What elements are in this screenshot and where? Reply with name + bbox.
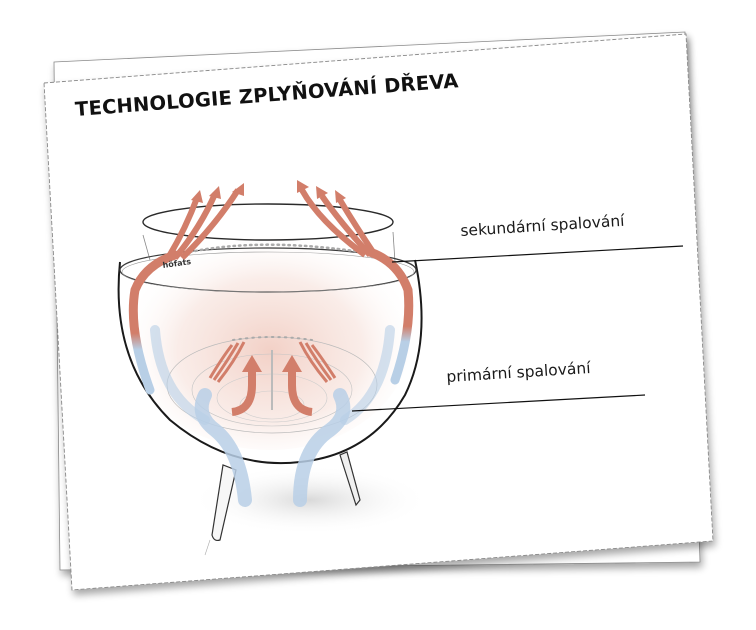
brand-mark: höfats xyxy=(162,257,192,270)
secondary-combustion-arrows xyxy=(165,188,378,261)
cool-air-flow xyxy=(150,325,395,507)
fire-bowl xyxy=(117,203,423,465)
side-hot-air-flow xyxy=(128,247,414,395)
small-inner-arrows xyxy=(208,341,337,383)
stand-legs xyxy=(204,451,361,556)
floor-shadow xyxy=(190,465,430,535)
primary-leader-line xyxy=(351,394,646,412)
primary-arrow-heads xyxy=(242,355,302,372)
arrow-heads-top xyxy=(191,180,346,203)
primary-combustion-arrows xyxy=(231,370,313,416)
secondary-leader-line xyxy=(391,245,684,263)
